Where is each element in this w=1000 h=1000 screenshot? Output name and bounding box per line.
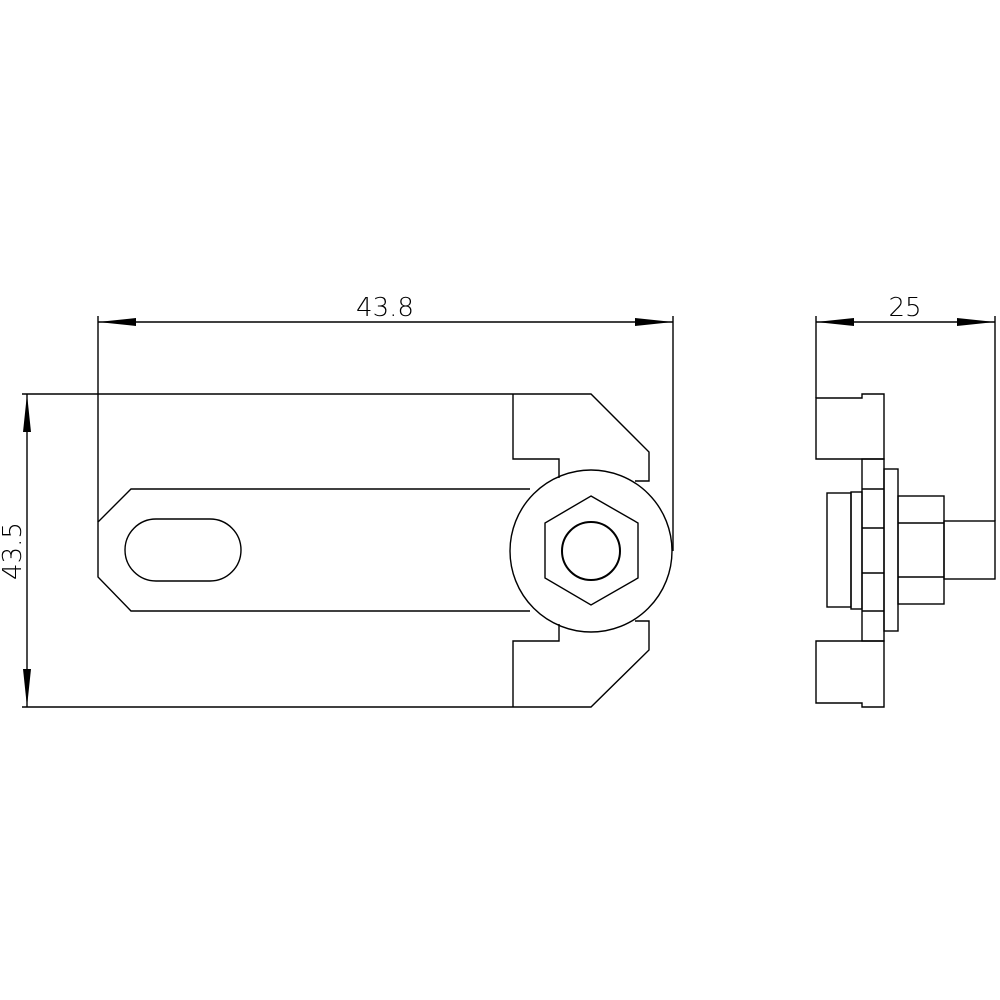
bolt-hole <box>561 521 621 581</box>
dim-label-43-5: 43.5 <box>0 522 28 580</box>
dimension-height-front: 43.5 <box>0 394 31 707</box>
front-outline-bottom <box>22 620 650 708</box>
extension-lines <box>97 316 674 551</box>
side-nut-lines <box>898 522 944 578</box>
side-flange <box>883 468 899 632</box>
dimension-width-front: 43.8 <box>97 293 674 551</box>
side-bolt-end <box>943 520 996 580</box>
washer-circle <box>509 469 673 633</box>
side-bottom-block <box>815 640 885 708</box>
hex-nut <box>544 495 639 606</box>
side-view <box>815 393 996 708</box>
side-column <box>861 458 885 642</box>
side-top-block <box>815 393 885 460</box>
side-column-lines <box>862 488 884 612</box>
oblong-slot <box>124 518 242 582</box>
side-nut <box>897 495 945 605</box>
dim-label-25: 25 <box>888 293 921 323</box>
arm-body <box>97 488 530 612</box>
front-view <box>22 393 673 708</box>
front-step-bottom <box>512 624 560 707</box>
dimension-width-side: 25 <box>815 293 996 521</box>
extension-lines-side <box>815 316 996 521</box>
side-left-cap <box>826 492 852 608</box>
dim-label-43-8: 43.8 <box>356 293 414 323</box>
side-left-ring <box>850 491 863 610</box>
front-outline-top <box>22 393 650 482</box>
front-step-top <box>512 394 560 478</box>
